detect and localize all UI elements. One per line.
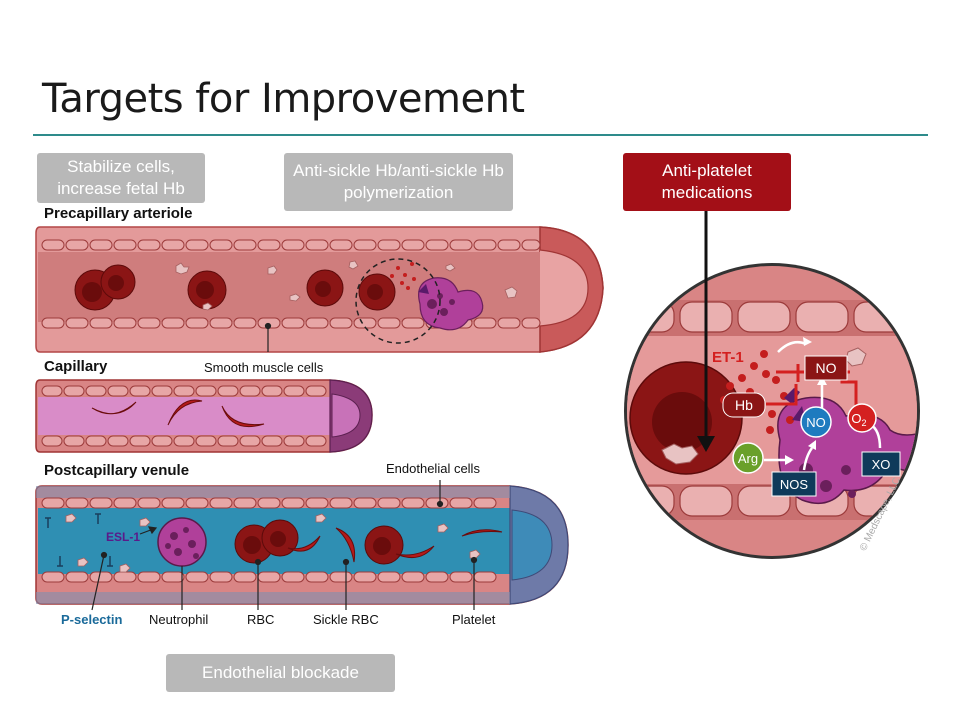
label-p-selectin: P-selectin [61, 612, 123, 627]
postcapillary-neutrophil [157, 517, 207, 567]
anti-platelet-arrow [697, 210, 715, 452]
precapillary-endothelium-top [41, 239, 541, 251]
box-stabilize-cells: Stabilize cells, increase fetal Hb [37, 153, 205, 203]
precapillary-rbcs [74, 264, 396, 311]
label-esl1: ESL-1 [106, 530, 141, 544]
precapillary-activated-neutrophil [418, 277, 484, 331]
capillary-sickle-rbcs [91, 399, 265, 428]
inset-hb-box [722, 392, 766, 418]
label-capillary: Capillary [44, 358, 108, 375]
inset-no-top-box [804, 355, 848, 381]
title-rule [33, 134, 928, 136]
box-anti-sickle: Anti-sickle Hb/anti-sickle Hb polymeriza… [284, 153, 513, 211]
inset-o2-circle [847, 403, 877, 433]
precapillary-zoom-circle [355, 258, 441, 344]
inset-content [627, 266, 917, 556]
label-postcapillary-venule: Postcapillary venule [44, 462, 190, 479]
label-rbc: RBC [247, 612, 275, 627]
inset-arg-circle [732, 442, 764, 474]
callout-lines [91, 322, 478, 611]
inset-no-circle [800, 406, 832, 438]
label-precapillary-arteriole: Precapillary arteriole [44, 205, 193, 222]
inset-arg-label: Arg [738, 451, 758, 466]
capillary-vessel [35, 379, 373, 453]
inset-et1-label: ET-1 [712, 349, 744, 366]
label-neutrophil: Neutrophil [149, 612, 209, 627]
label-endothelial-cells: Endothelial cells [386, 461, 480, 476]
inset-no-circle-label: NO [806, 415, 826, 430]
postcapillary-p-selectin-markers [45, 513, 113, 567]
precapillary-platelets [175, 260, 518, 311]
inset-xo-box [861, 451, 901, 477]
label-platelet: Platelet [452, 612, 496, 627]
capillary-endothelium-top [41, 385, 327, 397]
inset-no-top-label: NO [816, 360, 837, 376]
postcapillary-endothelium-top [41, 497, 497, 509]
postcapillary-rbcs [234, 519, 404, 565]
slide-title: Targets for Improvement [42, 76, 525, 122]
capillary-endothelium-bottom [41, 435, 327, 447]
label-sickle-rbc: Sickle RBC [313, 612, 379, 627]
inset-hb-label: Hb [735, 397, 753, 413]
box-endothelial-blockade: Endothelial blockade [166, 654, 395, 692]
postcapillary-platelets [65, 513, 481, 573]
box-anti-platelet: Anti-platelet medications [623, 153, 791, 211]
postcapillary-sickle-rbcs [287, 527, 503, 563]
inset-o2-label: O2 [851, 411, 866, 428]
label-smooth-muscle-cells: Smooth muscle cells [204, 360, 324, 375]
inset-nos-box [771, 471, 817, 497]
inset-nos-label: NOS [780, 477, 809, 492]
inset-xo-label: XO [872, 457, 891, 472]
postcapillary-endothelium-bottom [41, 571, 497, 583]
precapillary-et1-dots [390, 262, 416, 290]
